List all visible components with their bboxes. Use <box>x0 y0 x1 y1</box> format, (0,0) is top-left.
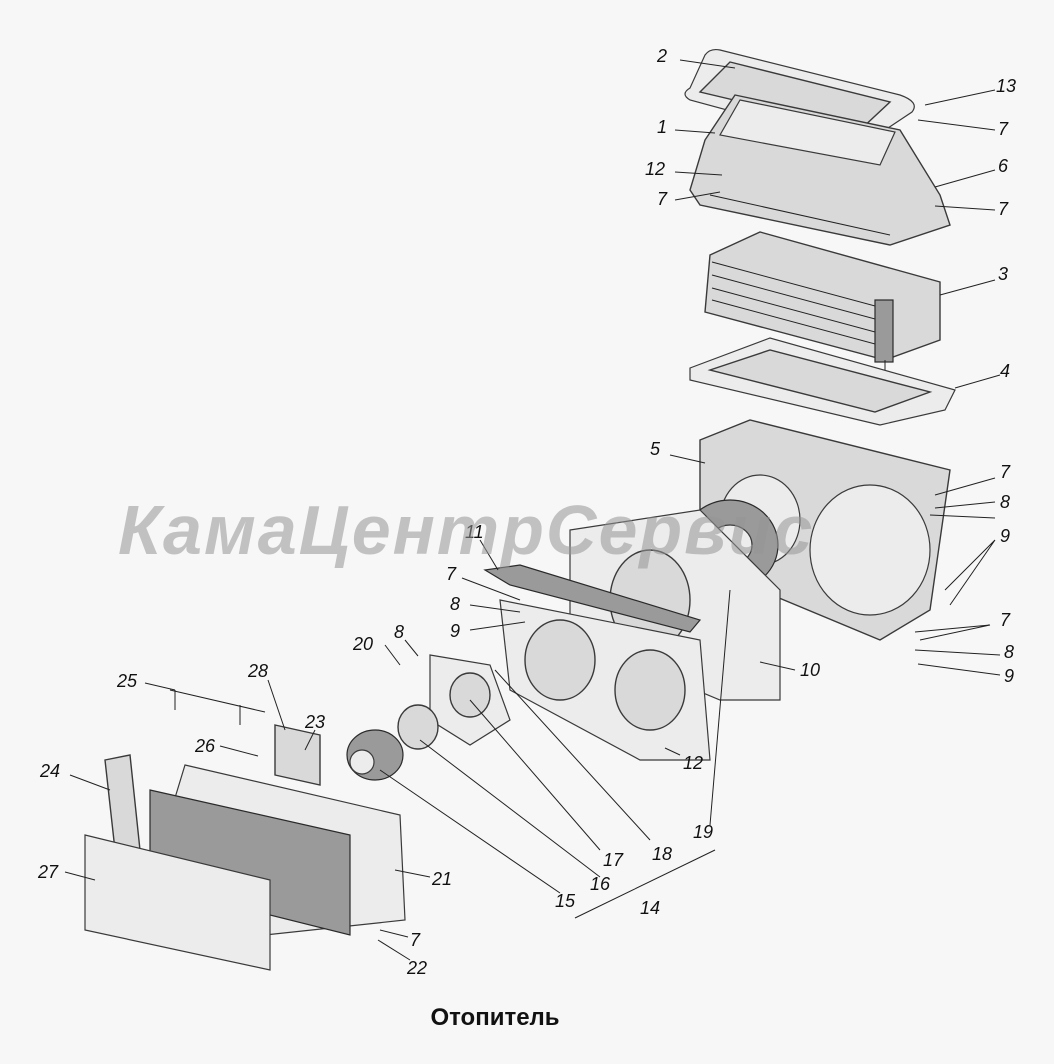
callout-1: 1 <box>657 117 667 137</box>
callout-20: 20 <box>352 634 373 654</box>
callout-12: 12 <box>683 753 703 773</box>
callout-9: 9 <box>1000 526 1010 546</box>
callout-7: 7 <box>998 119 1009 139</box>
callout-10: 10 <box>800 660 820 680</box>
part-bracket-top <box>483 564 702 633</box>
part-front-panel <box>499 599 711 761</box>
callout-7: 7 <box>1000 462 1011 482</box>
callout-7: 7 <box>410 930 421 950</box>
diagram-caption: Отопитель <box>430 1004 560 1031</box>
callout-5: 5 <box>650 439 661 459</box>
callout-15: 15 <box>555 891 576 911</box>
callout-8: 8 <box>1004 642 1014 662</box>
callout-7: 7 <box>998 199 1009 219</box>
callout-4: 4 <box>1000 361 1010 381</box>
part-radiator-core <box>704 231 941 395</box>
callout-26: 26 <box>194 736 216 756</box>
callout-19: 19 <box>693 822 713 842</box>
callout-8: 8 <box>450 594 460 614</box>
callout-13: 13 <box>996 76 1016 96</box>
callout-18: 18 <box>652 844 672 864</box>
callout-8: 8 <box>394 622 404 642</box>
callout-12: 12 <box>645 159 665 179</box>
callout-27: 27 <box>37 862 59 882</box>
callout-24: 24 <box>39 761 60 781</box>
callout-17: 17 <box>603 850 624 870</box>
part-housing-cover <box>689 94 951 246</box>
callout-8: 8 <box>1000 492 1010 512</box>
leader-lines <box>64 59 1001 961</box>
callout-labels: 2 13 1 7 12 7 6 7 3 4 5 7 8 9 11 7 8 9 7… <box>37 46 1016 978</box>
callout-9: 9 <box>1004 666 1014 686</box>
callout-9: 9 <box>450 621 460 641</box>
callout-3: 3 <box>998 264 1008 284</box>
callout-7: 7 <box>657 189 668 209</box>
callout-22: 22 <box>406 958 427 978</box>
watermark-logo: КамаЦентрСервис <box>118 491 815 569</box>
callout-23: 23 <box>304 712 325 732</box>
callout-21: 21 <box>431 869 452 889</box>
callout-7: 7 <box>1000 610 1011 630</box>
callout-7: 7 <box>446 564 457 584</box>
part-washer <box>397 704 439 750</box>
callout-11: 11 <box>465 522 484 542</box>
part-motor <box>346 729 404 781</box>
part-side-cover <box>84 689 406 971</box>
callout-2: 2 <box>656 46 667 66</box>
callout-6: 6 <box>998 156 1009 176</box>
callout-28: 28 <box>247 661 268 681</box>
callout-16: 16 <box>590 874 611 894</box>
callout-14: 14 <box>640 898 660 918</box>
part-gasket-top <box>684 48 915 145</box>
callout-25: 25 <box>116 671 138 691</box>
part-gasket-mid <box>689 337 956 426</box>
part-fan-housing <box>699 419 951 641</box>
